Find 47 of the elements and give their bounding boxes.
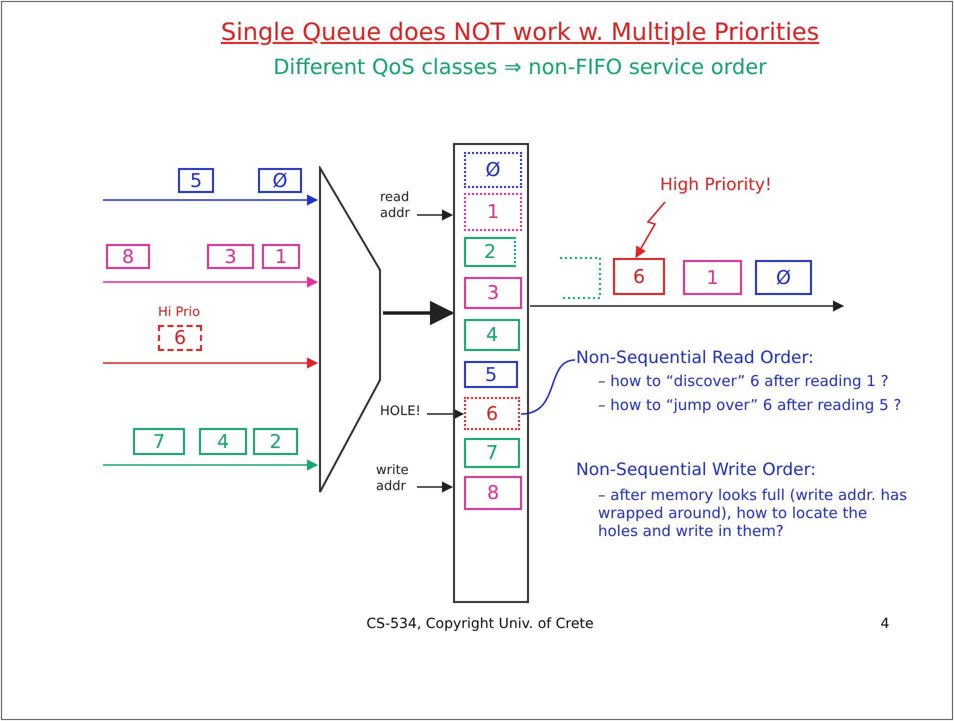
packet-box: 1 (262, 244, 300, 269)
connector-line (520, 359, 576, 415)
packet-box: Ø (258, 168, 302, 193)
packet-box: 6 (613, 258, 665, 295)
packet-box: 7 (133, 428, 185, 455)
arrow (417, 209, 454, 221)
arrow (103, 357, 318, 369)
packet-box: 6 (158, 325, 202, 351)
note-item: – how to “jump over” 6 after reading 5 ? (598, 396, 902, 414)
memory-slot: 7 (464, 438, 520, 468)
subtitle: Different QoS classes ⇒ non-FIFO service order (272, 55, 768, 79)
arrow (103, 276, 318, 288)
hole-label: HOLE! (380, 404, 426, 424)
packet-box: Ø (755, 260, 812, 295)
title: Single Queue does NOT work w. Multiple Priorities (220, 18, 820, 46)
arrow (635, 201, 666, 258)
packet-box: 2 (253, 428, 298, 455)
note-item: – after memory looks full (write addr. has wrapped around), how to locate the holes and write in them? (598, 486, 908, 540)
arrow (417, 481, 454, 493)
arrow (103, 459, 318, 471)
address-label: write addr (376, 463, 416, 503)
packet-box: 5 (178, 168, 214, 193)
page-number: 4 (880, 616, 890, 632)
footer-text: CS-534, Copyright Univ. of Crete (365, 616, 595, 632)
memory-slot: 8 (464, 476, 522, 510)
arrow (427, 408, 464, 420)
memory-slot: 4 (464, 319, 520, 351)
memory-slot: 6 (464, 397, 520, 430)
priority-label: High Priority! (660, 175, 795, 201)
memory-column (453, 143, 529, 603)
packet-box: 8 (106, 244, 150, 269)
arrow (103, 194, 318, 206)
note-heading: Non-Sequential Read Order: (576, 348, 815, 368)
memory-slot: 3 (464, 277, 522, 309)
memory-slot: 2 (464, 237, 516, 267)
priority-tag-label: Hi Prio (158, 305, 200, 321)
packet-box: 1 (683, 260, 742, 295)
note-heading: Non-Sequential Write Order: (576, 460, 818, 480)
arrow (383, 300, 454, 326)
memory-slot: Ø (464, 152, 522, 188)
memory-slot: 5 (464, 361, 518, 388)
note-item: – how to “discover” 6 after reading 1 ? (598, 372, 890, 390)
memory-slot: 1 (464, 193, 522, 231)
packet-box: 3 (207, 244, 254, 269)
arrow (530, 300, 844, 312)
address-label: read addr (380, 190, 416, 230)
packet-box: 4 (199, 428, 247, 455)
